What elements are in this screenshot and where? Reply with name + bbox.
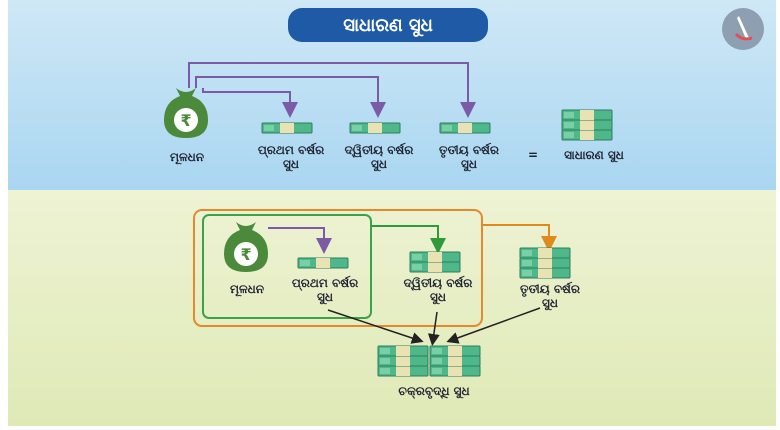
rupee-symbol: ₹ (240, 245, 251, 264)
equals-sign: = (527, 148, 539, 162)
label-line: ସୁଧ (283, 157, 299, 171)
cash-bundle-icon (439, 122, 491, 134)
label-line: ଦ୍ୱିତୀୟ ବର୍ଷର (403, 276, 473, 290)
merge-arrow-2 (427, 311, 440, 346)
label-line: ସୁଧ (371, 157, 387, 171)
money-bag-icon: ₹ (164, 88, 208, 138)
label-line: ତୃତୀୟ ବର୍ଷର (520, 282, 580, 296)
cash-stack-icon (561, 109, 613, 141)
cash-bundle-icon (297, 257, 349, 269)
orange-group-box (193, 209, 483, 327)
third-year-interest-label: ତୃତୀୟ ବର୍ଷର ସୁଧ (506, 282, 594, 310)
second-year-interest-label: ଦ୍ୱିତୀୟ ବର୍ଷର ସୁଧ (394, 276, 482, 304)
label-line: ଦ୍ୱିତୀୟ ବର୍ଷର (344, 143, 414, 157)
bottom-arrow-year-1 (268, 227, 332, 254)
cash-stack-icon (377, 345, 481, 377)
bottom-arrow-year-3 (482, 224, 557, 252)
cash-stack-icon (519, 247, 571, 279)
money-bag-icon: ₹ (224, 222, 268, 272)
top-arrow-year-1 (202, 88, 298, 118)
cash-bundle-icon (349, 122, 401, 134)
cash-bundle-icon (261, 122, 313, 134)
first-year-interest-label: ପ୍ରଥମ ବର୍ଷର ସୁଧ (286, 276, 364, 304)
simple-interest-label: ସାଧାରଣ ସୁଧ (564, 148, 624, 162)
cash-stack-icon (409, 251, 461, 273)
principal-label: ମୂଳଧନ (169, 150, 205, 164)
label-line: ପ୍ରଥମ ବର୍ଷର (257, 143, 325, 157)
third-year-interest-label: ତୃତୀୟ ବର୍ଷର ସୁଧ (428, 143, 510, 171)
bottom-arrow-year-2 (371, 225, 446, 254)
label-line: ସୁଧ (430, 290, 446, 304)
merge-arrow-1 (327, 309, 424, 344)
principal-label: ମୂଳଧନ (229, 282, 265, 296)
second-year-interest-label: ଦ୍ୱିତୀୟ ବର୍ଷର ସୁଧ (338, 143, 420, 171)
label-line: ସୁଧ (317, 290, 333, 304)
first-year-interest-label: ପ୍ରଥମ ବର୍ଷର ସୁଧ (252, 143, 330, 171)
rupee-symbol: ₹ (180, 111, 191, 130)
top-arrow-year-2 (195, 76, 386, 118)
logo-icon (722, 8, 764, 50)
label-line: ସୁଧ (542, 296, 558, 310)
merge-arrow-3 (446, 307, 541, 344)
label-line: ପ୍ରଥମ ବର୍ଷର (291, 276, 359, 290)
green-group-box (202, 214, 372, 319)
compound-interest-label: ଚକ୍ରବୃଦ୍ଧି ସୁଧ (398, 384, 470, 398)
page-title: ସାଧାରଣ ସୁଧ (288, 8, 488, 42)
compound-interest-panel (8, 190, 776, 426)
top-arrow-year-3 (188, 62, 476, 118)
label-line: ସୁଧ (461, 157, 477, 171)
label-line: ତୃତୀୟ ବର୍ଷର (439, 143, 499, 157)
